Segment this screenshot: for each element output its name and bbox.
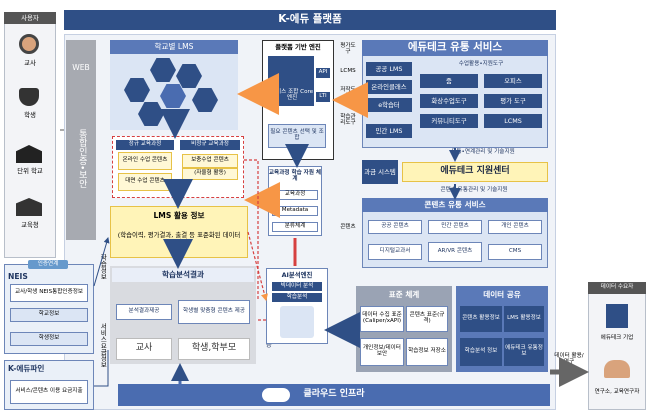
demand-heading: 데이터 수요자: [588, 282, 646, 294]
arrow-curr-dashed: [244, 159, 259, 300]
content-private: 민간 콘텐츠: [428, 220, 482, 234]
target-teacher: 교사: [116, 338, 172, 360]
tool-content: 콘텐츠: [340, 224, 356, 231]
user-education-office: 교육청: [21, 220, 39, 229]
content-personal: 개인 콘텐츠: [488, 220, 542, 234]
target-student-parent: 학생,학부모: [178, 338, 250, 360]
cloud-infra: 클라우드 인프라: [118, 384, 550, 406]
market-tool-community: 커뮤니티도구: [420, 114, 478, 128]
ai-engine-title: AI분석엔진: [281, 270, 313, 279]
engine-service-core: 서비스 조합 Core엔진: [270, 89, 314, 101]
market-tool-zoom: 줌: [420, 74, 478, 88]
billing-system: 과금 시스템: [362, 160, 398, 184]
cloud-icon: [262, 388, 290, 402]
content-arvr: AR/VR 콘텐츠: [428, 242, 482, 262]
ai-learning-analysis: 학습분석: [272, 293, 322, 302]
user-school: 단위 학교: [17, 166, 43, 175]
edutech-market-title: 에듀테크 유통 서비스: [362, 40, 548, 56]
content-digital-textbook: 디지털교과서: [368, 244, 422, 260]
market-online-class: 온라인클래스: [366, 80, 412, 94]
arrow-neis-link: [93, 237, 110, 287]
school-lms-title: 학교별 LMS: [110, 40, 238, 54]
kedu-pay-title: K-에듀파인: [8, 364, 45, 374]
kedu-pay-desc: 서비스/콘텐츠 이용 요금지출: [10, 380, 88, 404]
ai-bigdata: 빅데이터 분석: [272, 282, 322, 291]
regular-item-offline: 대면 수업 콘텐츠: [118, 173, 172, 191]
support-center: 에듀테크 지원센터: [402, 162, 548, 182]
neis-school-info: 학교정보: [10, 308, 88, 322]
demand-researcher: 연구소, 교육연구자: [594, 389, 640, 396]
share-market-info: 에듀테크 유통정보: [504, 338, 544, 366]
standard-privacy: 개인정보/데이터 보안: [360, 338, 404, 366]
resource-taxonomy: 분류체계: [272, 222, 318, 232]
standard-title: 표준 체계: [388, 290, 420, 300]
standard-content-spec: 콘텐츠 표준(규격): [406, 306, 448, 332]
user-teacher: 교사: [24, 58, 36, 67]
platform-title: K-에듀 플랫폼: [64, 10, 556, 30]
service-fee-label: 서비스요금정보: [99, 322, 108, 368]
analysis-title: 학습분석결과: [112, 268, 254, 282]
market-tool-video: 화상수업도구: [420, 94, 478, 108]
regular-curriculum: 정규 교육과정: [116, 140, 174, 150]
analysis-custom-content: 학생별 맞춤형 콘텐츠 제공: [178, 300, 250, 324]
market-tool-lcms: LCMS: [484, 114, 542, 128]
tool-lcms: LCMS: [340, 68, 356, 75]
standard-collection: 데이터 수집 표준 (Caliper/xAPI): [360, 306, 404, 332]
lms-info-title: LMS 활용 정보: [153, 211, 205, 221]
neis-student-info: 학생정보: [10, 332, 88, 346]
company-icon: [606, 304, 628, 328]
share-analysis-info: 학습분석 정보: [460, 338, 502, 366]
neis-badge: 인증연계: [28, 260, 68, 269]
extra-item-autonomous: (자율형 활동): [182, 168, 238, 180]
market-public-lms: 공공 LMS: [366, 62, 412, 76]
resource-system-title: 교육과정 학습 자원 체계: [268, 170, 322, 182]
arrow-pay-link: [94, 350, 109, 387]
user-student: 학생: [24, 110, 36, 119]
web-label: WEB: [72, 63, 90, 73]
web-bar: [66, 40, 96, 240]
researcher-icon: [604, 360, 630, 378]
engine-api[interactable]: API: [316, 68, 330, 78]
content-public: 공공 콘텐츠: [368, 220, 422, 234]
office-icon: [16, 198, 42, 216]
auth-security-label: 통합인증•보안: [76, 129, 87, 189]
learning-info-label: 학습정보: [99, 254, 108, 280]
demand-company: 에듀테크 기업: [600, 335, 634, 342]
student-icon: [19, 88, 39, 106]
data-share-title: 데이터 공유: [483, 290, 521, 300]
lms-hexagons: [120, 58, 228, 126]
neis-auth-info: 교사/학생 NEIS통합인증정보: [10, 284, 88, 302]
share-content-info: 콘텐츠 활용정보: [460, 306, 502, 332]
content-cms: CMS: [488, 244, 542, 260]
market-private-lms: 민간 LMS: [366, 124, 412, 138]
engine-lti[interactable]: LTI: [316, 92, 330, 102]
analysis-provide: 분석결과제공: [116, 304, 172, 320]
content-market-title: 콘텐츠 유통 서비스: [362, 198, 548, 212]
ai-chart-icon: [280, 306, 314, 338]
extra-item-supplementary: 보충수업 콘텐츠: [182, 154, 238, 168]
market-tools-title: 수업활용•지원도구: [458, 61, 504, 68]
neis-title: NEIS: [8, 272, 28, 282]
market-elearning: e학습터: [366, 98, 412, 112]
engine-title: 플랫폼 기반 엔진: [275, 42, 321, 51]
support-bottom-note: 콘텐츠 유통관리 및 기술지원: [440, 187, 508, 194]
arrow-info-to-ai: [247, 231, 268, 302]
market-tool-assessment: 평가 도구: [484, 94, 542, 108]
teacher-icon: [19, 34, 39, 54]
share-lms-info: LMS 활용정보: [504, 306, 544, 332]
regular-item-online: 온라인 수업 콘텐츠: [118, 152, 172, 170]
users-heading: 사용자: [4, 12, 56, 24]
extra-curriculum: 비정규 교육과정: [180, 140, 240, 150]
tool-evaluation: 평가도구: [340, 43, 356, 55]
demand-panel: [588, 282, 646, 410]
support-top-note: 유통•연계관리 및 기술지원: [451, 149, 515, 156]
school-icon: [16, 145, 42, 163]
market-tool-office: 오피스: [484, 74, 542, 88]
standard-storage: 학습정보 저장소: [406, 338, 448, 366]
users-panel: [4, 12, 56, 258]
